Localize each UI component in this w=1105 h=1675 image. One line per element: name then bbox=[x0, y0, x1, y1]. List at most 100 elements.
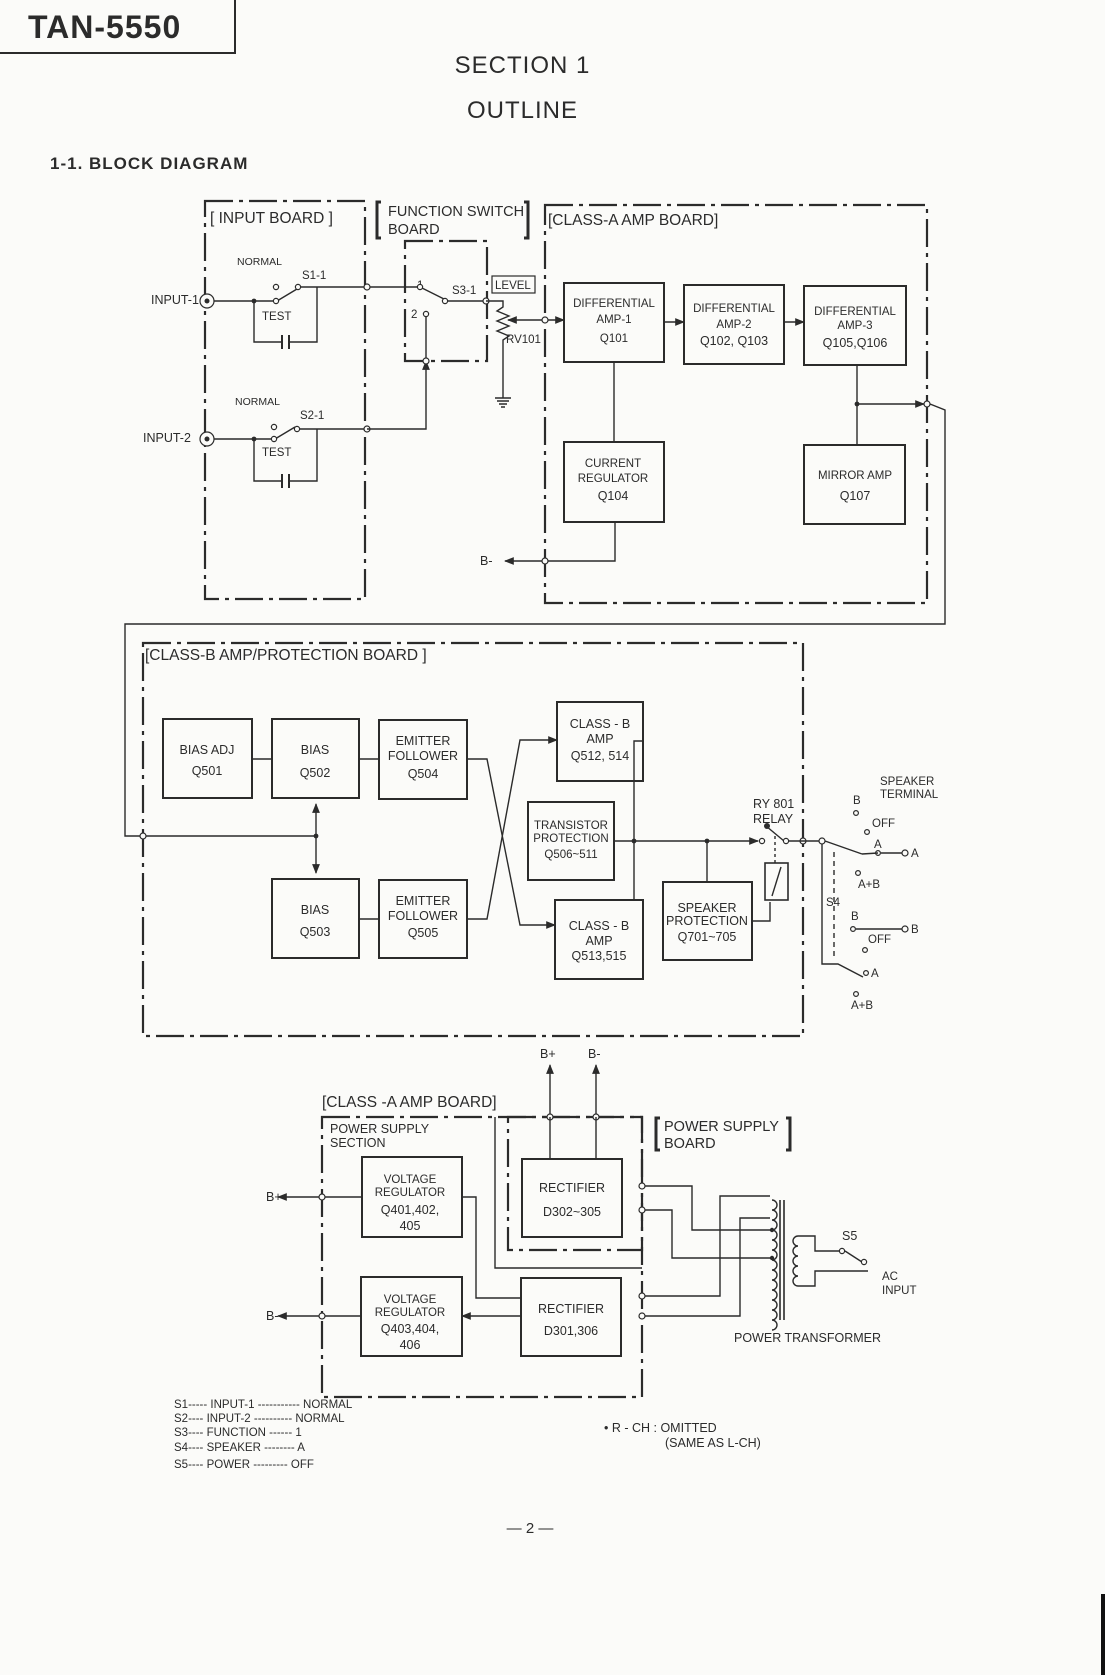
diff-amp-2-line2: AMP-2 bbox=[716, 319, 751, 331]
vreg-2-line2: REGULATOR bbox=[375, 1307, 446, 1319]
s4-b-label-1: B bbox=[853, 795, 861, 807]
diff-amp-3-line3: Q105,Q106 bbox=[823, 336, 888, 350]
s4-a-label-1: A bbox=[874, 839, 882, 851]
ef-q505-line3: Q505 bbox=[408, 926, 439, 940]
mirror-amp-line1: MIRROR AMP bbox=[818, 470, 892, 482]
class-b-q512-line2: AMP bbox=[586, 732, 613, 746]
s4-label: S4 bbox=[826, 897, 841, 909]
current-regulator-line3: Q104 bbox=[598, 489, 629, 503]
vreg-2-line1: VOLTAGE bbox=[384, 1294, 437, 1306]
rv101-potentiometer bbox=[486, 300, 511, 398]
s1-1-label: S1-1 bbox=[302, 270, 326, 282]
diff-amp-1-block bbox=[563, 282, 665, 363]
vreg-1-line1: VOLTAGE bbox=[384, 1174, 437, 1186]
diff-amp-2-block bbox=[683, 284, 785, 365]
transistor-protection-block bbox=[527, 801, 615, 881]
bias-adj-line1: BIAS ADJ bbox=[180, 743, 235, 757]
diff-amp-1-line3: Q101 bbox=[600, 333, 628, 345]
s1-test-label: TEST bbox=[262, 311, 291, 323]
ac-input-label-2: INPUT bbox=[882, 1285, 917, 1297]
legend-line-5: S5---- POWER --------- OFF bbox=[174, 1459, 314, 1471]
speaker-protection-line1: SPEAKER bbox=[677, 901, 736, 915]
input-board-border bbox=[203, 199, 367, 601]
diff-amp-1-line2: AMP-1 bbox=[596, 314, 631, 326]
s3-1-label: S3-1 bbox=[452, 285, 476, 297]
diff-amp-2-line3: Q102, Q103 bbox=[700, 334, 768, 348]
vreg-1-line2: REGULATOR bbox=[375, 1187, 446, 1199]
class-b-q513-line1: CLASS - B bbox=[569, 919, 629, 933]
ps-b-plus-label: B+ bbox=[540, 1047, 556, 1061]
section-title: SECTION 1 bbox=[454, 52, 591, 79]
class-b-amp-q512-block bbox=[556, 701, 644, 782]
function-switch-board-label-2: BOARD bbox=[388, 222, 440, 238]
bias-q502-block bbox=[271, 718, 360, 799]
vreg-1-line3: Q401,402, bbox=[381, 1203, 439, 1217]
relay-label-2: RELAY bbox=[753, 812, 794, 826]
rectifier-2-line2: D301,306 bbox=[544, 1324, 598, 1338]
transistor-protection-line3: Q506~511 bbox=[544, 849, 597, 861]
voltage-regulator-1-block bbox=[361, 1156, 463, 1238]
ac-input-label-1: AC bbox=[882, 1271, 898, 1283]
bias-q503-line1: BIAS bbox=[301, 903, 330, 917]
legend-line-1: S1----- INPUT-1 ----------- NORMAL bbox=[174, 1399, 353, 1411]
ps-b-minus-out-label: B- bbox=[266, 1309, 279, 1323]
legend-line-3: S3---- FUNCTION ------ 1 bbox=[174, 1427, 302, 1439]
outline-title: OUTLINE bbox=[466, 97, 578, 124]
ef-q504-line2: FOLLOWER bbox=[388, 749, 458, 763]
legend-line-4: S4---- SPEAKER -------- A bbox=[174, 1442, 305, 1454]
bias-q503-block bbox=[271, 878, 360, 959]
mirror-amp-line2: Q107 bbox=[840, 489, 871, 503]
s4-a-label-2: A bbox=[871, 968, 879, 980]
class-b-q513-line3: Q513,515 bbox=[572, 949, 627, 963]
input-1-label: INPUT-1 bbox=[151, 293, 199, 307]
s4-terminal-b-label: B bbox=[911, 924, 919, 936]
function-switch-board-label-1: FUNCTION SWITCH bbox=[388, 204, 524, 220]
power-supply-section-label-1: POWER SUPPLY bbox=[330, 1122, 430, 1136]
s1-normal-label: NORMAL bbox=[237, 256, 282, 268]
s4-ab-label-1: A+B bbox=[858, 879, 880, 891]
bias-q502-line1: BIAS bbox=[301, 743, 330, 757]
rectifier-1-line1: RECTIFIER bbox=[539, 1181, 605, 1195]
class-b-q512-line3: Q512, 514 bbox=[571, 749, 629, 763]
vreg-2-line3: Q403,404, bbox=[381, 1322, 439, 1336]
level-label: LEVEL bbox=[495, 280, 531, 292]
ps-b-minus-label: B- bbox=[588, 1047, 601, 1061]
s4-off-label-2: OFF bbox=[868, 934, 891, 946]
s2-normal-label: NORMAL bbox=[235, 396, 280, 408]
rectifier-1-block bbox=[521, 1158, 623, 1238]
s2-test-label: TEST bbox=[262, 447, 291, 459]
relay-label-1: RY 801 bbox=[753, 797, 794, 811]
s5-label: S5 bbox=[842, 1229, 857, 1243]
model-number-tag: TAN-5550 bbox=[0, 0, 236, 54]
power-supply-section-border bbox=[320, 1115, 644, 1399]
diff-amp-3-line1: DIFFERENTIAL bbox=[814, 306, 896, 318]
note-line-2: (SAME AS L-CH) bbox=[665, 1436, 761, 1450]
transistor-protection-line2: PROTECTION bbox=[533, 833, 608, 845]
rectifier-1-line2: D302~305 bbox=[543, 1205, 601, 1219]
subsection-title: 1-1. BLOCK DIAGRAM bbox=[50, 154, 249, 173]
ef-q505-line1: EMITTER bbox=[396, 894, 451, 908]
s4-b-label-2: B bbox=[851, 911, 859, 923]
note-line-1: • R - CH : OMITTED bbox=[604, 1421, 717, 1435]
class-b-amp-q513-block bbox=[554, 899, 644, 980]
page-number: — 2 — bbox=[506, 1520, 554, 1537]
class-a-amp-board-2-label: [CLASS -A AMP BOARD] bbox=[322, 1094, 497, 1111]
s3-pos-2-label: 2 bbox=[411, 309, 417, 321]
input-2-label: INPUT-2 bbox=[143, 431, 191, 445]
ef-q505-line2: FOLLOWER bbox=[388, 909, 458, 923]
s4-terminal-a-label: A bbox=[911, 848, 919, 860]
diff-amp-3-block bbox=[803, 285, 907, 366]
speaker-protection-line2: PROTECTION bbox=[666, 914, 748, 928]
power-transformer-label: POWER TRANSFORMER bbox=[734, 1331, 881, 1345]
ef-q504-line3: Q504 bbox=[408, 767, 439, 781]
class-b-q513-line2: AMP bbox=[585, 934, 612, 948]
vreg-2-line4: 406 bbox=[400, 1338, 421, 1352]
ef-q504-line1: EMITTER bbox=[396, 734, 451, 748]
power-supply-section-label-2: SECTION bbox=[330, 1136, 386, 1150]
mirror-amp-block bbox=[803, 444, 906, 525]
bias-adj-line2: Q501 bbox=[192, 764, 223, 778]
rectifier-2-line1: RECTIFIER bbox=[538, 1302, 604, 1316]
speaker-protection-block bbox=[662, 881, 753, 961]
speaker-terminal-label-2: TERMINAL bbox=[880, 789, 939, 801]
